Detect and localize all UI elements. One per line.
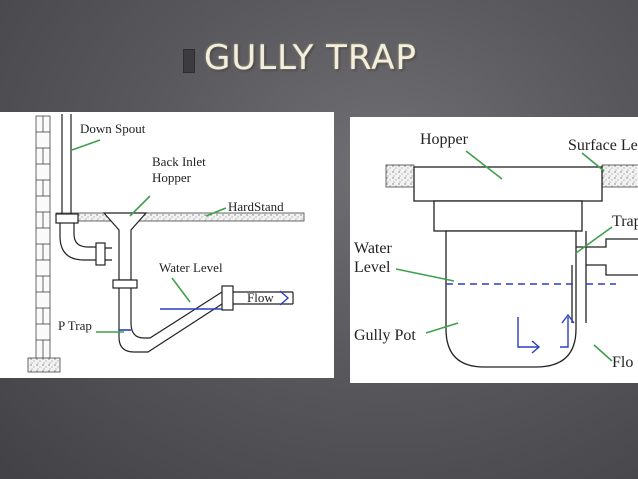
slide-title: GULLY TRAP	[204, 38, 417, 78]
down-spout-pipe	[55, 114, 112, 266]
leader-lines	[71, 139, 227, 333]
title-bullet	[183, 49, 195, 73]
label-trap: Trap	[612, 213, 638, 230]
p-trap-pipe	[118, 285, 294, 353]
hardstand-slab	[55, 212, 305, 222]
label-p-trap: P Trap	[58, 318, 92, 333]
label-hardstand: HardStand	[228, 199, 284, 214]
p-trap-diagram: Down Spout Back Inlet Hopper HardStand W…	[27, 114, 305, 373]
label-flow: Flow	[247, 290, 274, 305]
label-down-spout: Down Spout	[80, 121, 146, 136]
gully-pot-body	[413, 166, 638, 368]
left-diagram-panel: Down Spout Back Inlet Hopper HardStand W…	[0, 112, 334, 378]
label-gully-pot: Gully Pot	[354, 327, 416, 344]
label-water-level: Water Level	[159, 260, 223, 275]
label-hopper: Hopper	[420, 131, 469, 148]
water	[119, 308, 222, 331]
label-back-inlet: Back Inlet	[152, 154, 206, 169]
surface-slab-left	[385, 164, 415, 188]
flow-arrow-icon	[279, 290, 290, 306]
label-flow: Flo	[612, 354, 633, 371]
flow-arrow-icon	[517, 313, 575, 354]
brick-wall	[35, 115, 51, 361]
gully-pot-diagram: Hopper Surface Le Trap Water Level Gully…	[354, 131, 638, 371]
label-water: Water	[354, 240, 392, 257]
wall-footing	[27, 357, 61, 373]
label-level: Level	[354, 259, 391, 276]
right-diagram-panel: Hopper Surface Le Trap Water Level Gully…	[350, 117, 638, 383]
back-inlet-hopper	[102, 212, 148, 337]
leader-lines	[395, 150, 613, 362]
label-back-inlet-hopper: Hopper	[152, 170, 192, 185]
surface-slab-right	[601, 164, 638, 188]
label-surface-level: Surface Le	[568, 137, 638, 154]
